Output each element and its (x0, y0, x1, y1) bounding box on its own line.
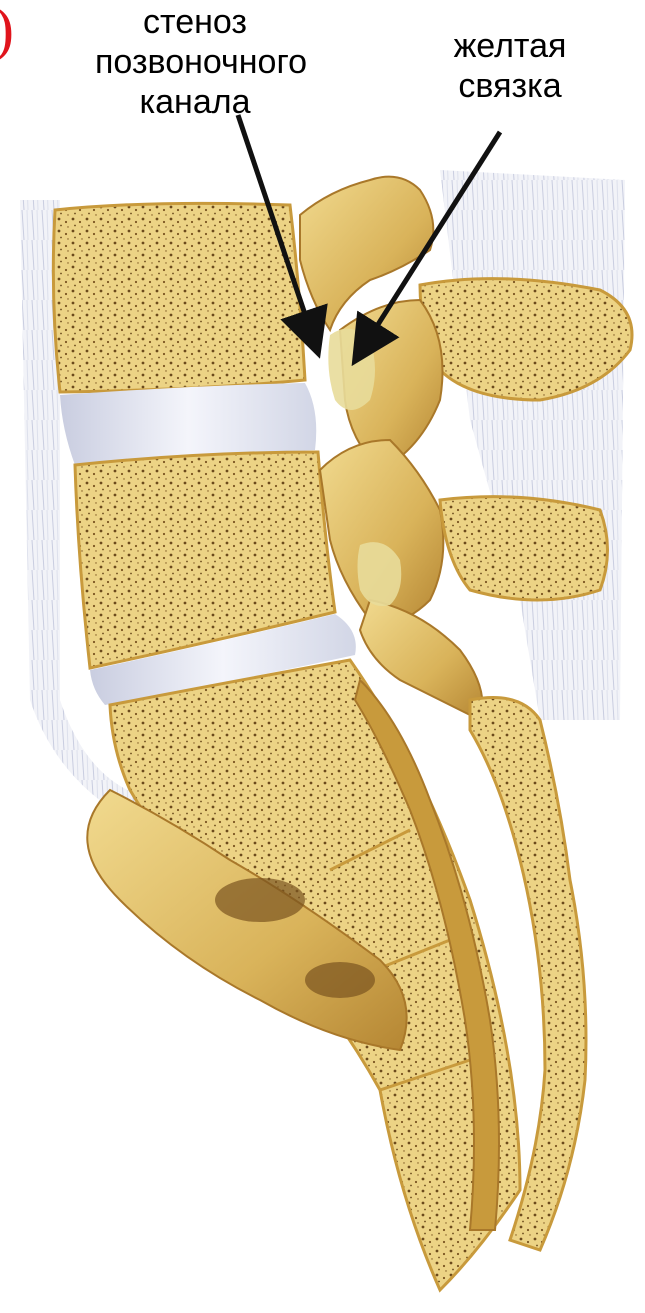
yellow-ligament-label: желтая связка (430, 26, 590, 106)
spinal-stenosis-label: стеноз позвоночного канала (95, 2, 295, 122)
posterior-fibers (440, 170, 625, 720)
label-line: связка (430, 66, 590, 106)
pelvic-hole-1 (215, 878, 305, 922)
label-line: стеноз (95, 2, 295, 42)
vertebra-body-1 (53, 203, 305, 392)
panel-mark: ) (0, 0, 14, 64)
spinous-process-2 (440, 497, 608, 600)
pelvic-hole-2 (305, 962, 375, 998)
label-line: позвоночного (95, 42, 295, 82)
label-line: желтая (430, 26, 590, 66)
label-line: канала (95, 82, 295, 122)
